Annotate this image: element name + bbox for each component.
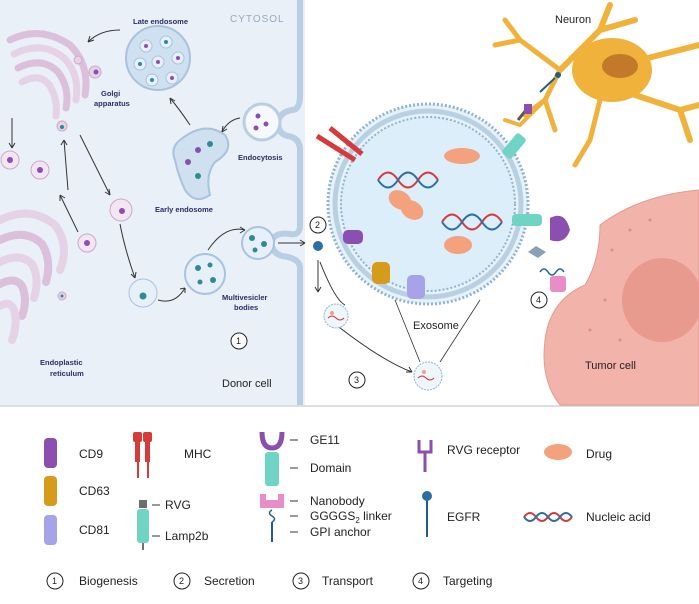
donor-cell-label: Donor cell [222, 378, 272, 390]
late-endosome [125, 25, 191, 91]
legend-egfr-label: EGFR [447, 510, 481, 524]
legend-cd9-swatch [44, 438, 57, 468]
step4-marker-num: 4 [536, 295, 541, 305]
steps-legend-4-label: Targeting [443, 574, 492, 588]
multivesicular-body [184, 253, 226, 295]
legend-linker-label: GGGGS2 linker [310, 509, 392, 525]
early-endosome-label: Early endosome [155, 205, 213, 214]
step3-marker [348, 371, 366, 389]
steps-legend-2-marker [173, 572, 191, 590]
steps-legend-3-label: Transport [322, 574, 374, 588]
mvb-fusing [241, 226, 275, 260]
legend-linker-icon [268, 509, 276, 523]
steps-legend-1-num: 1 [52, 576, 57, 586]
er-label-line2: reticulum [50, 369, 84, 378]
er-label-line1: Endoplastic [40, 358, 83, 367]
early-endosome [172, 127, 230, 200]
legend-drug-icon [544, 444, 572, 460]
legend-gpi-label: GPI anchor [310, 525, 371, 539]
tumor-cell [543, 189, 699, 406]
legend-egfr-icon [422, 491, 432, 501]
pathway-arrows [8, 29, 306, 302]
legend: CD9 CD63 CD81 MHC RVG Lamp2b GE11 Domain [44, 431, 651, 550]
legend-cd9-label: CD9 [79, 447, 103, 461]
legend-mhc-icon [133, 432, 152, 478]
step2-marker [309, 216, 327, 234]
legend-nucleic-acid-icon-strand [523, 512, 573, 522]
mvb-label-line1: Multivesicler [222, 293, 268, 302]
tumor-nucleus [622, 258, 699, 342]
transport-arrows [314, 260, 413, 373]
legend-rvg-label: RVG [165, 498, 191, 512]
step3-marker-num: 3 [354, 375, 359, 385]
legend-nanobody-icon [260, 494, 284, 508]
zoom-line-left [394, 299, 421, 363]
legend-ge11-icon [259, 431, 285, 451]
legend-nanobody-label: Nanobody [310, 494, 365, 508]
tumor-dots [588, 218, 652, 342]
legend-lamp2b-icon [137, 509, 149, 543]
steps-legend-2-label: Secretion [204, 574, 255, 588]
legend-cd81-swatch [44, 515, 57, 545]
endocytosis-label: Endocytosis [238, 153, 283, 162]
exosome [326, 102, 530, 306]
exosome-surface-proteins [315, 72, 570, 299]
legend-cd81-label: CD81 [79, 523, 110, 537]
endocytosis-vesicle [242, 102, 282, 142]
secretion-exosome-dot [313, 241, 323, 251]
cytosol-label: CYTOSOL [230, 14, 285, 25]
golgi-label-line2: apparatus [94, 99, 130, 108]
late-endosome-label: Late endosome [133, 17, 188, 26]
steps-legend-1-label: Biogenesis [79, 574, 138, 588]
zoom-line-right [439, 299, 481, 363]
legend-rvg-receptor-icon [417, 440, 433, 472]
steps-legend-3-num: 3 [298, 576, 303, 586]
step1-marker [230, 332, 248, 350]
legend-mhc-label: MHC [184, 447, 212, 461]
legend-nucleic-acid-label: Nucleic acid [586, 510, 651, 524]
endoplasmic-reticulum [0, 209, 68, 344]
golgi-label-line1: Golgi [101, 89, 120, 98]
legend-rvg-receptor-label: RVG receptor [447, 443, 520, 457]
steps-legend: 1 Biogenesis 2 Secretion 3 Transport 4 T… [46, 572, 492, 590]
step2-marker-num: 2 [315, 220, 320, 230]
neuron-nucleus [602, 54, 638, 78]
golgi-apparatus [6, 30, 102, 132]
step4-marker [530, 291, 548, 309]
step1-marker-num: 1 [236, 336, 241, 346]
small-exosome-1 [323, 303, 349, 329]
steps-legend-1-marker [46, 572, 64, 590]
legend-cd63-swatch [44, 476, 57, 506]
transport-vesicles [0, 150, 158, 308]
legend-rvg-icon [139, 500, 147, 508]
legend-lamp2b-label: Lamp2b [165, 529, 209, 543]
legend-cd63-label: CD63 [79, 484, 110, 498]
neuron-label: Neuron [555, 14, 591, 26]
mvb-label-line2: bodies [234, 303, 258, 312]
tumor-cell-label: Tumor cell [585, 360, 636, 372]
plasma-membrane [268, 0, 303, 405]
drug-cargo [388, 148, 480, 254]
legend-domain-icon [265, 452, 279, 486]
steps-legend-4-num: 4 [418, 576, 423, 586]
small-exosome-2 [413, 361, 443, 391]
legend-ge11-label: GE11 [310, 433, 340, 447]
legend-domain-label: Domain [310, 461, 351, 475]
legend-drug-label: Drug [586, 447, 612, 461]
nucleic-acid-cargo [377, 171, 503, 231]
steps-legend-3-marker [292, 572, 310, 590]
exosome-label: Exosome [413, 320, 459, 332]
steps-legend-2-num: 2 [179, 576, 184, 586]
steps-legend-4-marker [412, 572, 430, 590]
